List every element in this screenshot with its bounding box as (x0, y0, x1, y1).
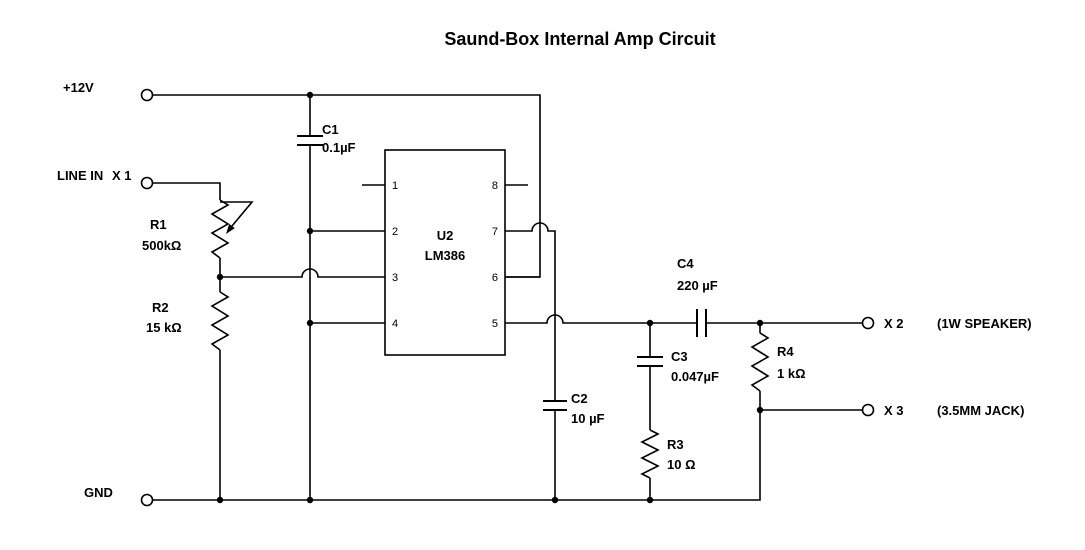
terminal-gnd (140, 493, 154, 507)
pin-number-1: 1 (392, 180, 398, 192)
pin3-wire (220, 268, 385, 278)
label-r4-ref: R4 (777, 344, 794, 359)
pin-number-2: 2 (392, 226, 398, 238)
resistor-r1-body (210, 199, 230, 259)
label-r2-value: 15 kΩ (146, 320, 182, 335)
wire-line-in (152, 182, 221, 200)
terminal-12v (140, 88, 154, 102)
r1-wiper-arrowhead (226, 223, 235, 234)
label-u2-ref: U2 (437, 228, 454, 243)
page-title: Saund-Box Internal Amp Circuit (444, 29, 715, 49)
pin5-output-wire (505, 314, 863, 324)
capacitor-c2-plates (543, 400, 567, 411)
label-r1-ref: R1 (150, 217, 167, 232)
label-x3-note: (3.5MM JACK) (937, 403, 1024, 418)
label-c3-ref: C3 (671, 349, 688, 364)
label-c1-ref: C1 (322, 122, 339, 137)
resistor-r3-body (640, 429, 660, 479)
label-x2: X 2 (884, 316, 904, 331)
wire-x3-line (759, 391, 863, 411)
junction-dot (306, 319, 314, 327)
junction-dot (646, 496, 654, 504)
pin-number-5: 5 (492, 318, 498, 330)
junction-dot (551, 496, 559, 504)
label-c4-value: 220 µF (677, 278, 718, 293)
terminal-x3-jack (861, 403, 875, 417)
junction-dot (216, 273, 224, 281)
label-12v: +12V (63, 80, 94, 95)
capacitor-c3-plates (637, 356, 663, 367)
label-r3-value: 10 Ω (667, 457, 696, 472)
label-r2-ref: R2 (152, 300, 169, 315)
label-r4-value: 1 kΩ (777, 366, 806, 381)
label-c3-value: 0.047µF (671, 369, 719, 384)
pin7-bypass-wire (505, 222, 556, 401)
pin-number-4: 4 (392, 318, 398, 330)
junction-dot (306, 91, 314, 99)
label-c4-ref: C4 (677, 256, 694, 271)
terminal-x2-speaker (861, 316, 875, 330)
resistor-r4-body (750, 332, 770, 392)
label-c2-ref: C2 (571, 391, 588, 406)
pin-number-3: 3 (392, 272, 398, 284)
label-line-in: LINE IN (57, 168, 103, 183)
ic-u2-body (384, 149, 506, 356)
label-r3-ref: R3 (667, 437, 684, 452)
junction-dot (756, 406, 764, 414)
pin-number-8: 8 (492, 180, 498, 192)
label-x1: X 1 (112, 168, 132, 183)
resistor-r2-body (210, 291, 230, 351)
label-x3: X 3 (884, 403, 904, 418)
r1-wiper-wire (220, 201, 254, 227)
label-x2-note: (1W SPEAKER) (937, 316, 1032, 331)
capacitor-c4-plates (696, 309, 707, 337)
label-c1-value: 0.1µF (322, 140, 356, 155)
label-c2-value: 10 µF (571, 411, 605, 426)
label-r1-value: 500kΩ (142, 238, 181, 253)
junction-dot (646, 319, 654, 327)
terminal-x1-line-in (140, 176, 154, 190)
junction-dot (306, 227, 314, 235)
junction-dot (216, 496, 224, 504)
junction-dot (306, 496, 314, 504)
label-gnd: GND (84, 485, 113, 500)
pin-number-7: 7 (492, 226, 498, 238)
pin-number-6: 6 (492, 272, 498, 284)
capacitor-c1-plates (297, 135, 323, 146)
label-u2-part: LM386 (425, 248, 465, 263)
junction-dot (756, 319, 764, 327)
